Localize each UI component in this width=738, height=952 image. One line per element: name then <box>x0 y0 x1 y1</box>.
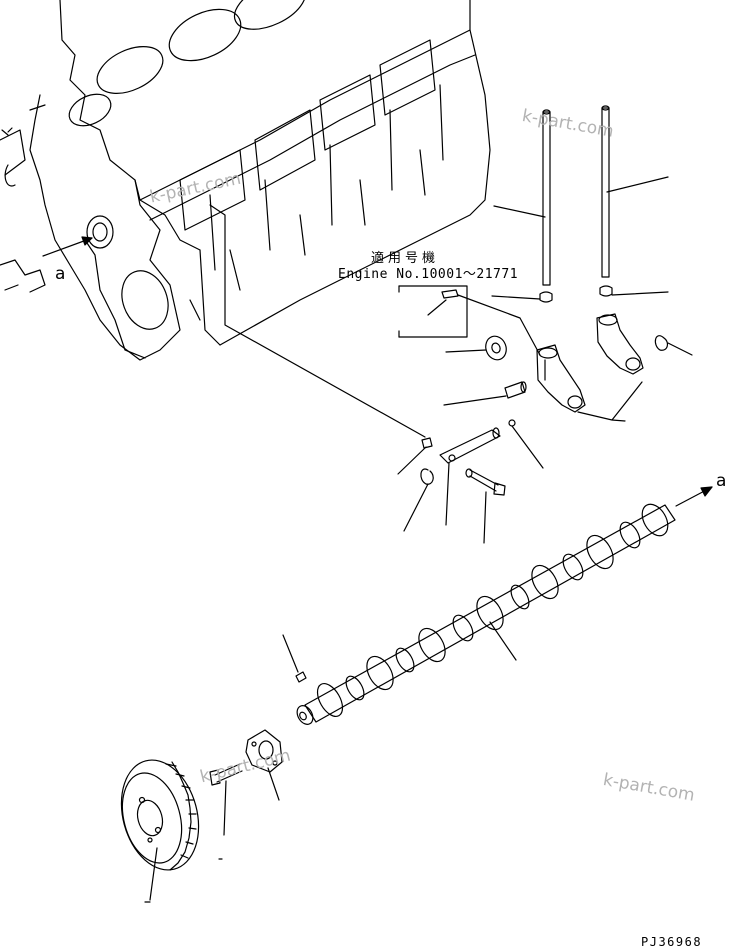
applicability-label: 適用号機 <box>371 251 440 266</box>
push-rod-left <box>493 109 551 286</box>
push-rod-right <box>601 105 669 278</box>
camshaft <box>296 503 676 725</box>
serial-specific-box <box>398 285 541 356</box>
drawing-code: PJ36968 <box>641 935 703 949</box>
cam-gear <box>120 759 200 903</box>
rocker-arm-left <box>536 344 586 413</box>
leader-top-left-mark <box>1 127 13 136</box>
view-arrow-left <box>42 236 93 257</box>
view-marker-left: a <box>55 264 66 284</box>
rocker-arm-right <box>596 313 644 375</box>
view-marker-right: a <box>716 471 727 491</box>
seal-plug <box>397 437 433 475</box>
rocker-shaft <box>439 427 501 526</box>
washer <box>445 335 507 361</box>
valve-cap-right <box>599 285 669 297</box>
snap-ring-right <box>654 335 693 356</box>
bushing <box>443 381 527 406</box>
leader-block-to-seal <box>209 204 426 438</box>
ball <box>508 419 544 469</box>
view-arrow-right <box>675 486 713 507</box>
snap-ring-left <box>403 468 434 532</box>
valve-cap-left <box>491 291 553 303</box>
woodruff-key <box>282 634 307 683</box>
engine-serial-label: Engine No.10001～21771 <box>338 267 519 282</box>
gear-bolt <box>209 763 243 860</box>
bolt <box>465 468 506 544</box>
engine-block <box>0 0 491 361</box>
thrust-plate <box>245 729 283 801</box>
rocker-group-bracket <box>577 381 643 422</box>
